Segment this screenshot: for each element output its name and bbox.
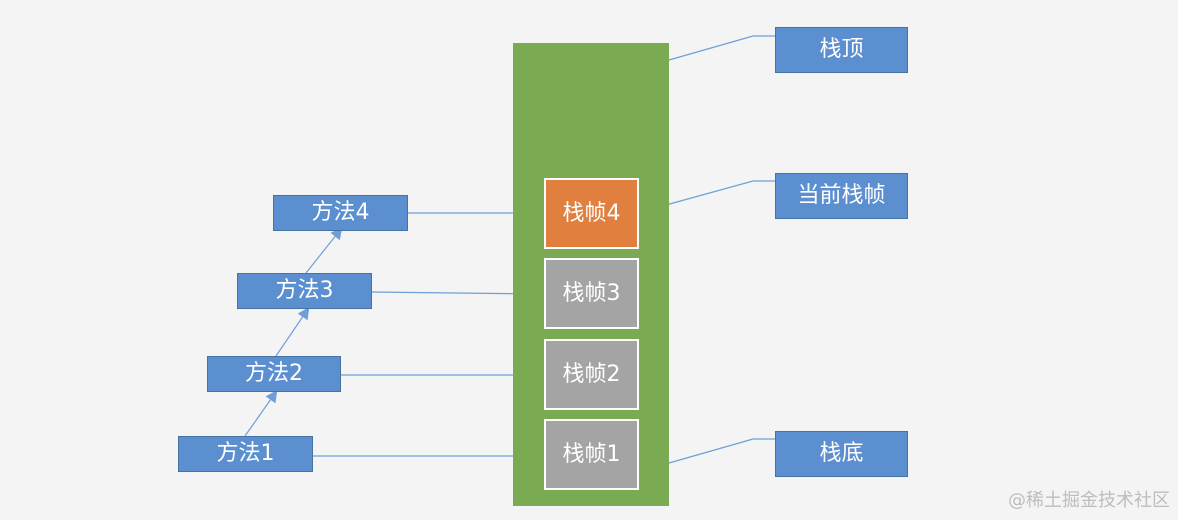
- arrow-method3-to-method4: [305, 227, 343, 274]
- method-3-label: 方法3: [275, 278, 334, 303]
- method-1: 方法1: [178, 436, 313, 472]
- stack-bottom-label: 栈底: [819, 441, 864, 466]
- arrow-method1-to-method2: [244, 390, 278, 437]
- line-label-bottom: [654, 438, 775, 468]
- method-4: 方法4: [273, 195, 408, 231]
- method-3: 方法3: [237, 273, 372, 309]
- method-1-label: 方法1: [216, 441, 275, 466]
- method-2-label: 方法2: [245, 361, 303, 386]
- watermark-text: @稀土掘金技术社区: [1008, 490, 1170, 511]
- arrow-method2-to-method3: [275, 307, 310, 357]
- method-4-label: 方法4: [311, 200, 370, 225]
- method-2: 方法2: [207, 356, 341, 392]
- stack-bottom-label-box: 栈底: [775, 431, 908, 477]
- stack-top-label: 栈顶: [819, 37, 864, 62]
- current-frame-label: 当前栈帧: [797, 183, 886, 208]
- stack-top-label-box: 栈顶: [775, 27, 908, 73]
- stack-frame-1: 栈帧1: [544, 419, 639, 490]
- stack-frame-4-label: 栈帧4: [562, 200, 621, 226]
- stack-frame-4: 栈帧4: [544, 178, 639, 249]
- stack-frame-3-label: 栈帧3: [562, 280, 621, 306]
- stack-frame-1-label: 栈帧1: [562, 441, 621, 467]
- stack-frame-3: 栈帧3: [544, 258, 639, 329]
- current-frame-label-box: 当前栈帧: [775, 173, 908, 219]
- stack-frame-2: 栈帧2: [544, 339, 639, 410]
- stack-frame-2-label: 栈帧2: [562, 361, 621, 387]
- line-label-current: [654, 180, 775, 209]
- line-label-top: [654, 35, 775, 65]
